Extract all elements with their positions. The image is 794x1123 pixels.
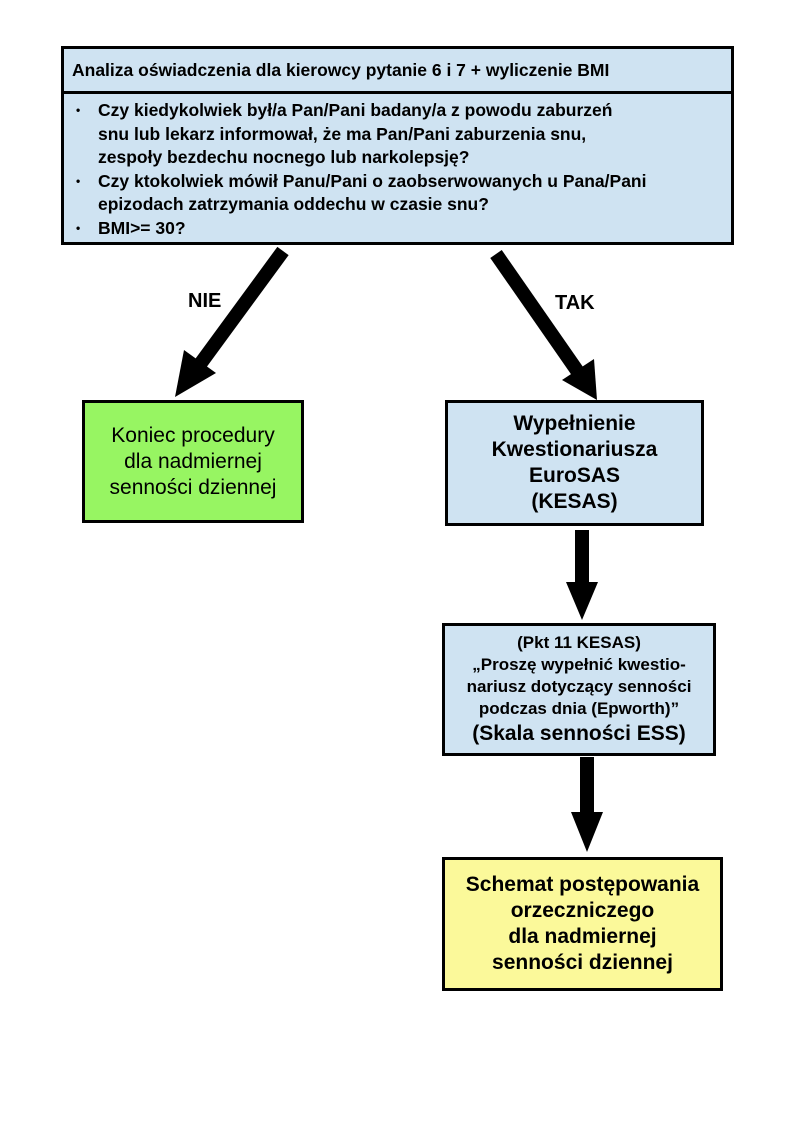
questions-list: • Czy kiedykolwiek był/a Pan/Pani badany… xyxy=(76,99,723,240)
kesas-line: EuroSAS xyxy=(528,464,620,487)
pkt-line: (Pkt 11 KESAS) xyxy=(517,633,641,652)
edge-label-yes: TAK xyxy=(555,292,595,314)
question-line: zespoły bezdechu nocnego lub narkolepsję… xyxy=(98,147,470,167)
schemat-line: Schemat postępowania xyxy=(465,873,700,896)
pkt-11-box: (Pkt 11 KESAS) „Proszę wypełnić kwestio-… xyxy=(442,623,716,756)
end-procedure-box: Koniec procedury dla nadmiernej senności… xyxy=(82,400,304,523)
pkt-line: nariusz dotyczący senności xyxy=(466,677,692,696)
pkt-line: „Proszę wypełnić kwestio- xyxy=(472,655,686,674)
end-line: dla nadmiernej xyxy=(124,449,262,473)
end-procedure-text: Koniec procedury dla nadmiernej senności… xyxy=(110,423,277,501)
arrow-yes-shaft xyxy=(490,250,584,376)
title-text: Analiza oświadczenia dla kierowcy pytani… xyxy=(72,59,610,80)
title-box: Analiza oświadczenia dla kierowcy pytani… xyxy=(61,46,734,94)
bullet-icon: • xyxy=(76,220,81,235)
arrow-no-head xyxy=(175,350,216,397)
kesas-text: Wypełnienie Kwestionariusza EuroSAS (KES… xyxy=(492,411,658,515)
arrow-no-shaft xyxy=(192,246,289,372)
bullet-icon: • xyxy=(76,173,81,188)
arrow-kesas-to-pkt-head xyxy=(566,582,598,620)
pkt-line: podczas dnia (Epworth)” xyxy=(478,699,680,718)
question-item: • BMI>= 30? xyxy=(76,217,723,241)
schemat-box: Schemat postępowania orzeczniczego dla n… xyxy=(442,857,723,991)
question-item: • Czy ktokolwiek mówił Panu/Pani o zaobs… xyxy=(76,170,723,217)
edge-label-no: NIE xyxy=(188,290,222,312)
kesas-line: Wypełnienie xyxy=(513,412,636,435)
kesas-line: (KESAS) xyxy=(531,490,618,513)
arrow-yes-head xyxy=(562,359,597,400)
schemat-line: orzeczniczego xyxy=(510,899,655,922)
question-line: Czy kiedykolwiek był/a Pan/Pani badany/a… xyxy=(98,100,613,120)
schemat-text: Schemat postępowania orzeczniczego dla n… xyxy=(466,872,699,976)
question-line: Czy ktokolwiek mówił Panu/Pani o zaobser… xyxy=(98,170,647,191)
schemat-line: senności dziennej xyxy=(492,951,673,974)
kesas-box: Wypełnienie Kwestionariusza EuroSAS (KES… xyxy=(445,400,704,526)
end-line: senności dziennej xyxy=(109,475,277,499)
question-line: BMI>= 30? xyxy=(98,217,186,238)
end-line: Koniec procedury xyxy=(111,423,275,447)
schemat-line: dla nadmiernej xyxy=(508,925,657,948)
pkt-line-scale: (Skala senności ESS) xyxy=(472,722,686,745)
question-line: snu lub lekarz informował, że ma Pan/Pan… xyxy=(98,123,587,144)
bullet-icon: • xyxy=(76,103,81,117)
questions-box: • Czy kiedykolwiek był/a Pan/Pani badany… xyxy=(61,91,734,245)
kesas-line: Kwestionariusza xyxy=(491,438,658,461)
question-line: epizodach zatrzymania oddechu w czasie s… xyxy=(98,194,489,214)
question-item: • Czy kiedykolwiek był/a Pan/Pani badany… xyxy=(76,99,723,170)
arrow-pkt-to-schemat-head xyxy=(571,812,603,852)
